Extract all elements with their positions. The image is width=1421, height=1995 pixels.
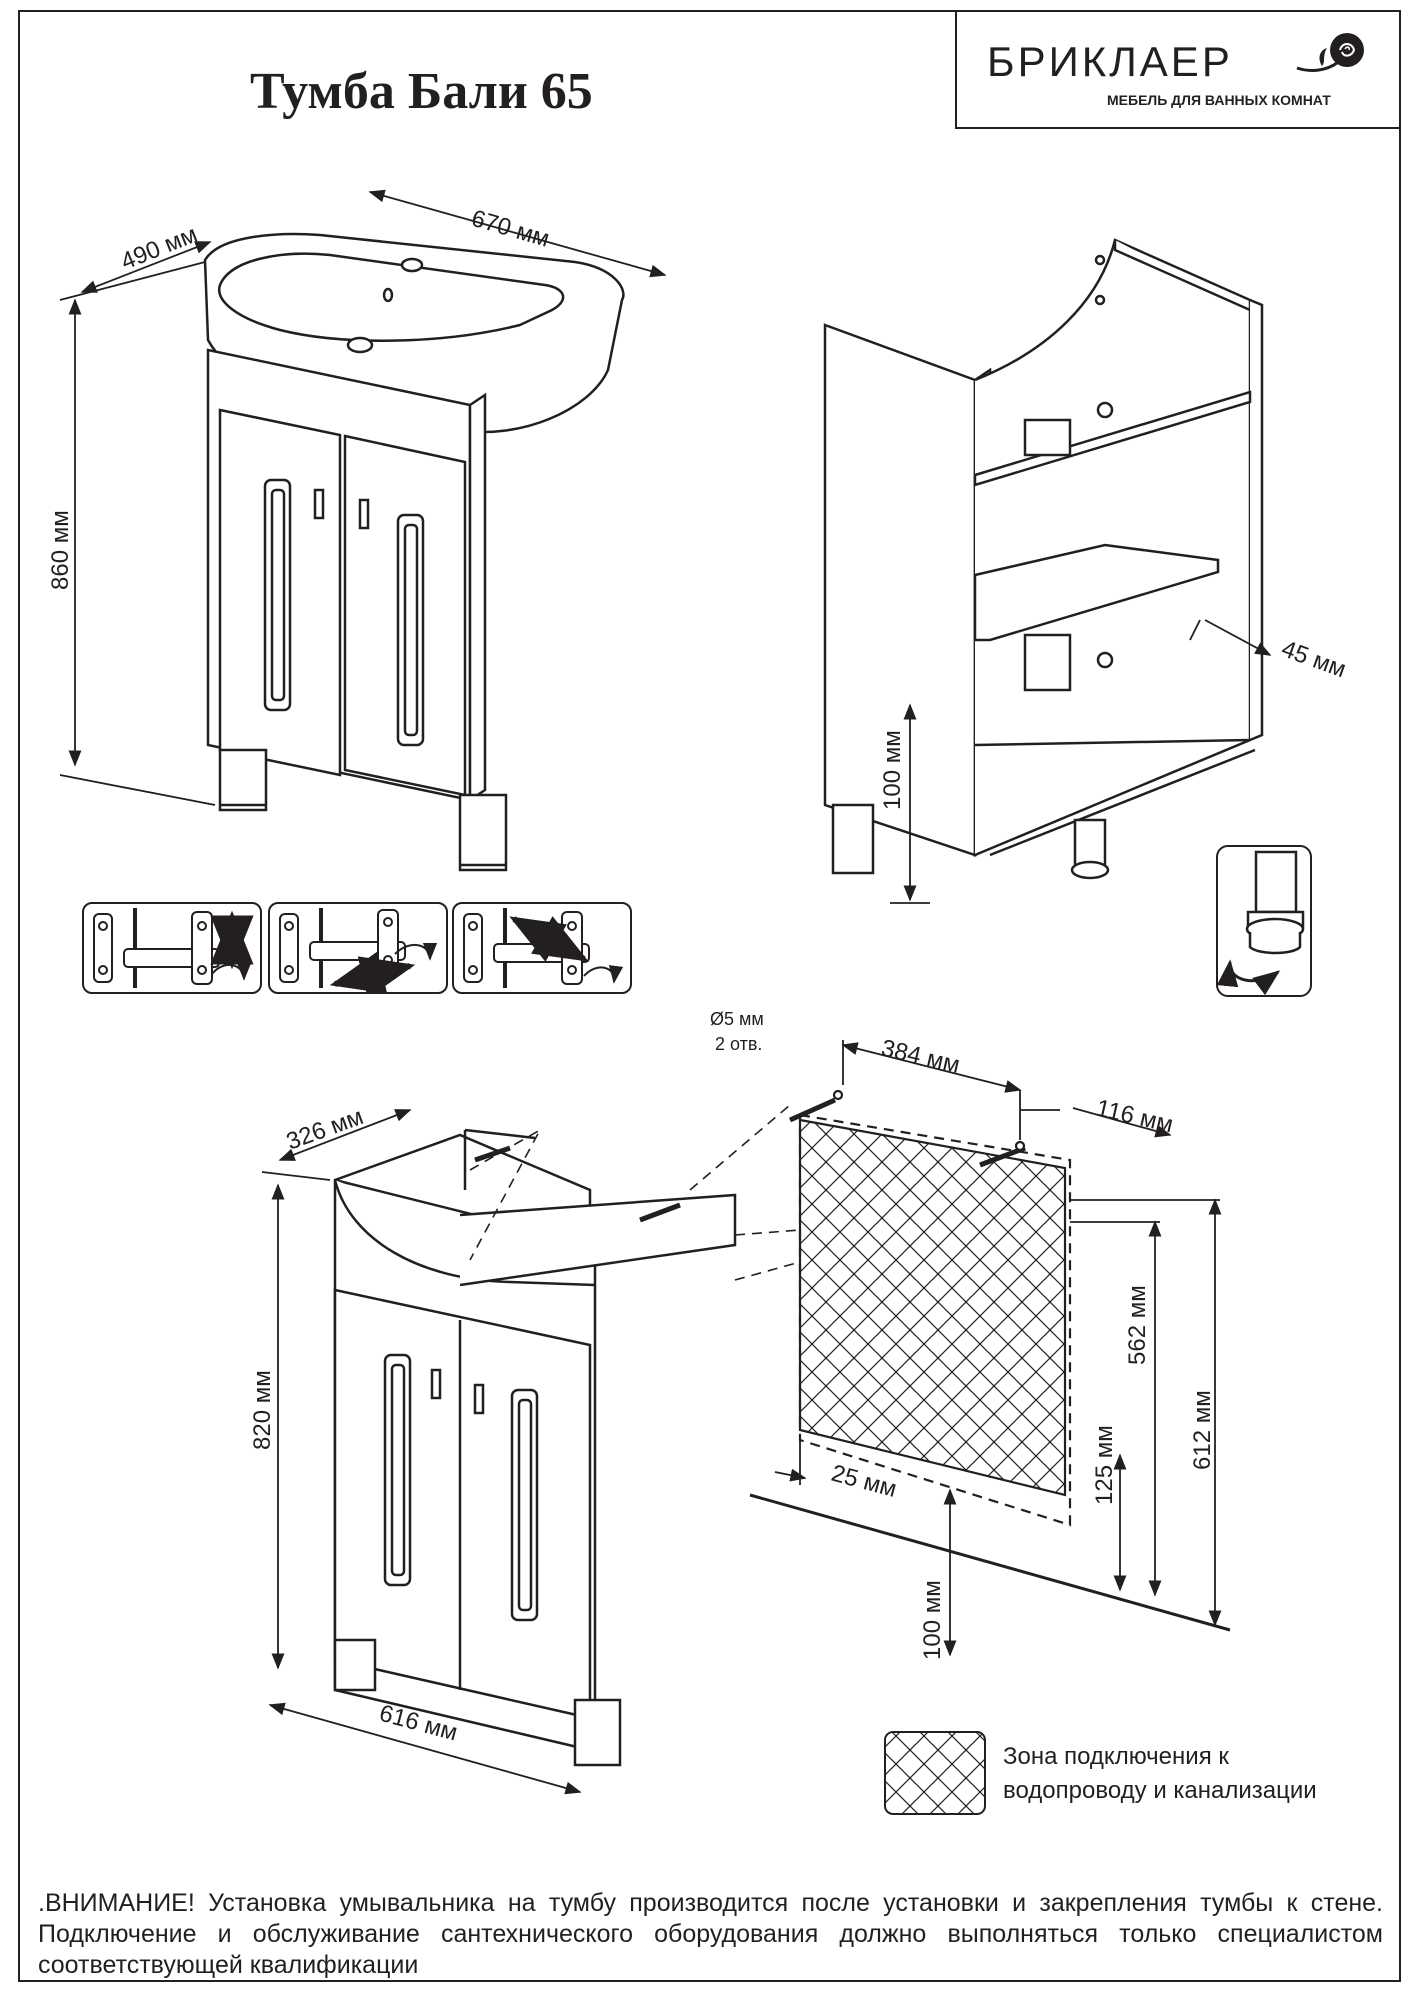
hole-count-label: 2 отв. xyxy=(715,1034,762,1054)
brand-tagline: МЕБЕЛЬ ДЛЯ ВАННЫХ КОМНАТ xyxy=(1107,92,1331,108)
hinge-adjust-vertical xyxy=(82,902,262,994)
cabinet-depth-label: 326 мм xyxy=(283,1103,367,1156)
shelf-offset-label: 45 мм xyxy=(1278,635,1350,683)
wall-connection-zone xyxy=(749,1089,1231,1632)
product-title: Тумба Бали 65 xyxy=(250,63,593,120)
zone-height-label: 562 мм xyxy=(1124,1285,1151,1365)
leg-height-label: 100 мм xyxy=(879,730,906,810)
zone-bottom-label: 125 мм xyxy=(1091,1425,1118,1505)
adjustable-foot-icon xyxy=(1216,850,1305,996)
cabinet-with-basin xyxy=(203,232,625,872)
mount-height-label: 612 мм xyxy=(1189,1390,1216,1470)
height-total-label: 860 мм xyxy=(47,510,74,590)
depth-total-label: 490 мм xyxy=(117,221,201,276)
hinge-depth-icon xyxy=(279,908,438,999)
page-frame xyxy=(18,10,1401,1982)
connection-zone-swatch xyxy=(884,1731,986,1815)
width-total-label: 670 мм xyxy=(468,205,552,253)
installation-warning: .ВНИМАНИЕ! Установка умывальника на тумб… xyxy=(38,1889,1383,1979)
rose-logo-icon xyxy=(1296,33,1364,72)
hole-side-offset-label: 116 мм xyxy=(1094,1095,1176,1139)
legend-line-1: Зона подключения к xyxy=(1003,1743,1229,1770)
hole-diameter-label: Ø5 мм xyxy=(710,1009,764,1029)
zone-side-offset-label: 25 мм xyxy=(828,1460,899,1503)
hinge-vertical-icon xyxy=(93,908,254,988)
cabinet-height-label: 820 мм xyxy=(249,1370,276,1450)
legend-line-2: водопроводу и канализации xyxy=(1003,1777,1317,1804)
brand-name: БРИКЛАЕР xyxy=(987,38,1233,85)
hole-spacing-label: 384 мм xyxy=(879,1035,963,1079)
adjustable-foot-detail xyxy=(1216,845,1312,997)
hinge-side-icon xyxy=(463,908,624,988)
floor-to-zone-label: 100 мм xyxy=(919,1580,946,1660)
connection-zone-legend: Зона подключения к водопроводу и канализ… xyxy=(1003,1740,1317,1808)
cabinet-mounting-view xyxy=(333,1128,737,1767)
cabinet-carcass xyxy=(823,238,1264,880)
hinge-adjust-side xyxy=(452,902,632,994)
hinge-adjust-depth xyxy=(268,902,448,999)
brand-logo-box: БРИКЛАЕР МЕБЕЛЬ ДЛЯ ВАННЫХ КОМНАТ xyxy=(955,10,1401,129)
